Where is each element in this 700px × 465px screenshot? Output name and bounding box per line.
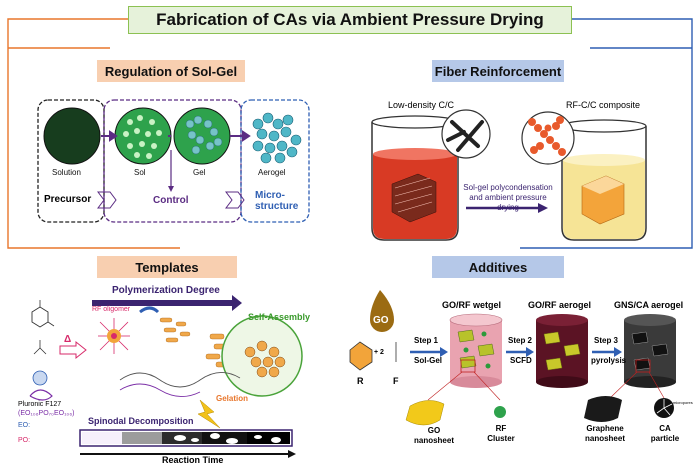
eo-label: EO:	[18, 422, 31, 429]
po-label: PO:	[18, 437, 31, 444]
micropores-label: micropores	[673, 400, 693, 405]
wetgel-label: GO/RF wetgel	[442, 300, 502, 310]
rf-oligomer-label: RF oligomer	[92, 306, 131, 313]
graphene-line2: nanosheet	[584, 434, 625, 443]
ca-particle-label: CA particle	[646, 424, 684, 444]
graphene-label: Graphene nanosheet	[580, 424, 630, 444]
pyrolysis-label: pyrolysis	[591, 356, 627, 365]
sol-label: Sol	[134, 168, 146, 177]
microstructure-label: Micro- structure	[255, 190, 298, 212]
aerogel-label: Aerogel	[258, 168, 286, 177]
plus-label: + 2	[374, 349, 384, 356]
rf-cluster-label: RF Cluster	[484, 424, 518, 444]
low-density-label: Low-density C/C	[388, 100, 455, 110]
go-nanosheet-line2: nanosheet	[413, 436, 454, 445]
go-nanosheet-line1: GO	[427, 426, 441, 435]
fiber-caption-line1: Sol-gel polycondensation	[463, 183, 553, 192]
pluronic-formula: (EO₁₀₆PO₇₀EO₁₀₆)	[18, 410, 75, 417]
go-label: GO	[373, 315, 389, 326]
micro-text: Micro-	[255, 190, 285, 201]
regulation-label: Regulation of Sol-Gel	[97, 60, 245, 82]
rf-cluster-line2: Cluster	[487, 434, 515, 443]
additives-label: Additives	[432, 256, 564, 278]
solution-label: Solution	[52, 168, 81, 177]
main-title: Fabrication of CAs via Ambient Pressure …	[128, 6, 572, 34]
step2-label: Step 2	[508, 336, 533, 345]
pluronic-text: Pluronic F127	[18, 401, 62, 408]
fiber-caption-line2: and ambient pressure drying	[469, 193, 547, 212]
fiber-caption: Sol-gel polycondensation and ambient pre…	[458, 183, 558, 213]
go-nanosheet-label: GO nanosheet	[412, 426, 456, 446]
spinodal-label: Spinodal Decomposition	[88, 416, 194, 426]
templates-label: Templates	[97, 256, 237, 278]
control-label: Control	[153, 195, 189, 206]
structure-text: structure	[255, 201, 299, 212]
gelation-label: Gelation	[216, 394, 249, 403]
ca-particle-line2: particle	[650, 434, 680, 443]
graphene-line1: Graphene	[586, 424, 624, 433]
f-label: F	[393, 376, 399, 386]
step3-label: Step 3	[594, 336, 619, 345]
reaction-time-label: Reaction Time	[162, 455, 224, 465]
polymerization-label: Polymerization Degree	[112, 285, 220, 296]
self-assembly-label: Self-Assembly	[248, 312, 311, 322]
r-label: R	[357, 376, 364, 386]
composite-label: RF-C/C composite	[566, 100, 641, 110]
pluronic-label: Pluronic F127 (EO₁₀₆PO₇₀EO₁₀₆)	[18, 400, 75, 418]
gel-label: Gel	[193, 168, 206, 177]
ca-particle-line1: CA	[659, 424, 671, 433]
gns-aerogel-label: GNS/CA aerogel	[614, 300, 684, 310]
step1-label: Step 1	[414, 336, 439, 345]
solgel-step-label: Sol-Gel	[414, 356, 443, 365]
rf-cluster-line1: RF	[495, 424, 507, 433]
delta-label: Δ	[64, 334, 72, 345]
precursor-label: Precursor	[44, 194, 92, 205]
scfd-label: SCFD	[510, 356, 532, 365]
rf-aerogel-label: GO/RF aerogel	[528, 300, 592, 310]
fiber-label: Fiber Reinforcement	[432, 60, 564, 82]
